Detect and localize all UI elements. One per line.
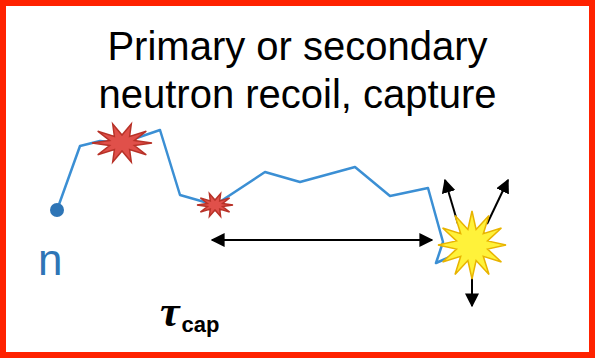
recoil-burst	[197, 194, 233, 217]
neutron-dot	[50, 203, 64, 217]
capture-burst	[438, 211, 506, 279]
recoil-burst	[92, 124, 152, 162]
emission-arrow	[487, 180, 508, 224]
time-symbol: τ	[160, 290, 180, 334]
time-subscript: cap	[182, 314, 220, 336]
time-interval-arrow	[212, 239, 432, 241]
frame-title: Primary or secondary neutron recoil, cap…	[63, 22, 533, 118]
particle-label: n	[38, 238, 62, 282]
